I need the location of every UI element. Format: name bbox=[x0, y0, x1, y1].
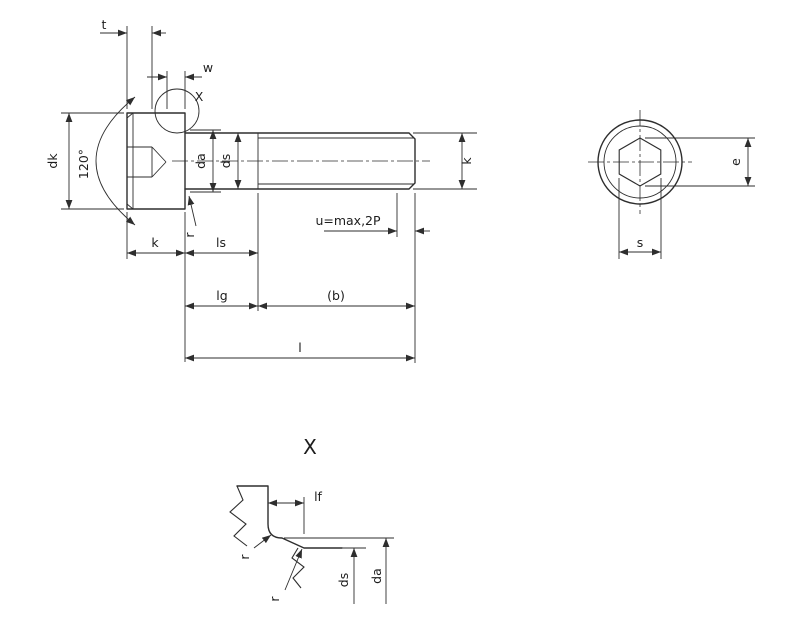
dim-label-ds-detail: ds bbox=[336, 573, 351, 587]
break-line-head bbox=[229, 485, 248, 547]
detail-profile bbox=[236, 485, 343, 549]
leader-line bbox=[187, 195, 197, 227]
dim-label-ls: ls bbox=[216, 235, 226, 250]
ext-line bbox=[126, 26, 153, 109]
dim-label-da: da bbox=[193, 153, 208, 169]
dim-label-r-fillet: r bbox=[182, 232, 197, 238]
dim-ds: ds bbox=[218, 133, 242, 189]
break-line-shank bbox=[291, 547, 305, 589]
dim-angle-120: 120° bbox=[76, 96, 136, 226]
angle-arc bbox=[95, 96, 136, 226]
dim-da: da bbox=[190, 129, 221, 193]
side-view: X t w dk 120° da bbox=[45, 17, 477, 363]
dim-lg-b: lg (b) bbox=[185, 288, 415, 310]
dim-da-detail: da bbox=[284, 537, 394, 604]
dim-dk: dk bbox=[45, 112, 124, 210]
dim-label-b: (b) bbox=[327, 288, 345, 303]
detail-view-x: X lf r r ds da bbox=[229, 435, 394, 604]
ext-line bbox=[413, 132, 477, 190]
dim-label-u: u=max,2P bbox=[315, 213, 381, 228]
leader-line bbox=[284, 548, 303, 591]
dim-label-w: w bbox=[203, 60, 213, 75]
dim-t: t bbox=[100, 17, 166, 109]
dim-e: e bbox=[645, 137, 755, 187]
leader-line bbox=[253, 534, 272, 549]
dim-ds-detail: ds bbox=[336, 547, 366, 604]
dim-label-angle: 120° bbox=[76, 149, 91, 179]
dim-l: l bbox=[185, 340, 415, 362]
ext-line bbox=[618, 178, 662, 259]
ext-line bbox=[645, 137, 755, 187]
detail-marker-label: X bbox=[195, 89, 204, 104]
leader-r-fillet: r bbox=[182, 195, 197, 238]
annotation-u: u=max,2P bbox=[315, 193, 430, 237]
dim-label-k: k bbox=[151, 235, 159, 250]
dim-label-s: s bbox=[637, 235, 644, 250]
dim-label-e: e bbox=[728, 158, 743, 166]
end-view-centerlines bbox=[588, 110, 692, 214]
dim-label-lf: lf bbox=[314, 489, 322, 504]
dim-label-dk: dk bbox=[45, 153, 60, 169]
leader-r2: r bbox=[267, 548, 303, 602]
dim-lf: lf bbox=[268, 489, 323, 534]
dim-label-ds: ds bbox=[218, 154, 233, 168]
leader-r1: r bbox=[237, 534, 272, 560]
detail-marker-circle bbox=[154, 88, 200, 134]
dim-label-lg: lg bbox=[216, 288, 227, 303]
head-chamfer-edge bbox=[126, 112, 134, 210]
shank-outline bbox=[184, 132, 416, 190]
ext-line bbox=[126, 193, 416, 363]
dim-s: s bbox=[618, 178, 662, 259]
dim-label-r1: r bbox=[237, 554, 252, 560]
detail-title: X bbox=[303, 435, 317, 459]
end-view: s e bbox=[588, 110, 755, 259]
dim-label-t: t bbox=[102, 17, 107, 32]
dim-label-l: l bbox=[298, 340, 301, 355]
dim-k-thread: k bbox=[413, 132, 477, 190]
ext-line bbox=[61, 112, 124, 210]
socket-lines bbox=[127, 146, 167, 178]
dim-label-da-detail: da bbox=[369, 568, 384, 584]
dim-label-r2: r bbox=[267, 596, 282, 602]
dim-k-ls: k ls bbox=[126, 193, 416, 363]
dim-label-k-side: k bbox=[459, 157, 474, 165]
dim-w: w bbox=[147, 60, 213, 109]
